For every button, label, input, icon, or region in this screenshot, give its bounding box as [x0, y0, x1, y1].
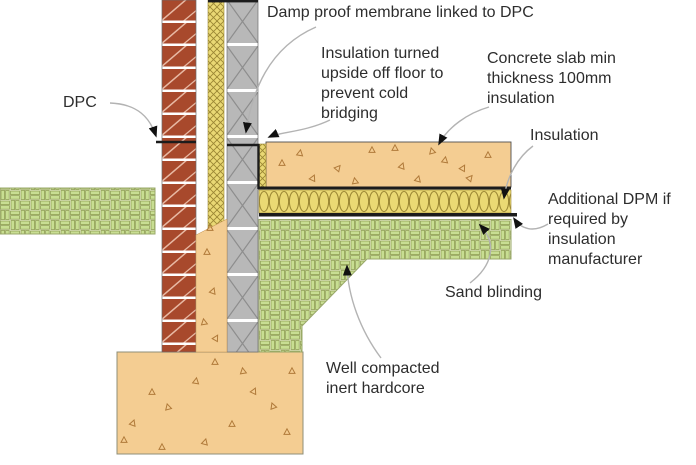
- label-additional-dpm: Additional DPM if required by insulation…: [548, 191, 671, 268]
- speckle-triangle: [148, 387, 156, 395]
- speckle-triangle: [165, 402, 173, 411]
- speckle-triangle: [333, 164, 341, 173]
- additional-dpm-line: [259, 213, 517, 217]
- speckle-triangle: [211, 334, 219, 343]
- concrete-slab: [265, 141, 512, 188]
- leader-concrete-slab: [438, 106, 490, 146]
- speckle-triangle: [249, 387, 257, 396]
- blockwork-inner-wall: [226, 0, 259, 353]
- floor-insulation-layer: [258, 189, 512, 214]
- speckle-triangle: [351, 176, 360, 185]
- cavity-insulation-board: [207, 0, 225, 229]
- foundation-footing: [116, 351, 304, 455]
- speckle-triangle: [440, 155, 449, 164]
- label-dpc: DPC: [63, 94, 97, 111]
- label-sand-blinding: Sand blinding: [445, 284, 542, 301]
- speckle-triangle: [429, 146, 437, 155]
- speckle-triangle: [200, 437, 208, 446]
- speckle-triangle: [397, 161, 405, 171]
- leader-insulation: [500, 145, 534, 200]
- speckle-triangle: [206, 223, 214, 231]
- speckle-triangle: [228, 419, 236, 427]
- brick-outer-wall: [161, 0, 197, 353]
- speckle-triangle: [368, 145, 376, 153]
- leader-hardcore: [342, 264, 382, 359]
- speckle-triangle: [413, 174, 421, 183]
- speckle-triangle: [203, 247, 211, 255]
- leader-additional-dpm: [513, 217, 549, 230]
- speckle-triangle: [308, 174, 316, 183]
- label-dpm-linked: Damp proof membrane linked to DPC: [267, 4, 534, 21]
- speckle-triangle: [295, 148, 304, 157]
- speckle-triangle: [239, 366, 248, 375]
- cavity-fill: [195, 218, 228, 353]
- speckle-triangle: [270, 401, 278, 411]
- label-insulation-turned: Insulation turned upside off floor to pr…: [321, 45, 444, 122]
- speckle-triangle: [458, 164, 466, 173]
- speckle-triangle: [208, 286, 216, 296]
- leader-sand-blinding: [469, 223, 492, 284]
- speckle-triangle: [211, 357, 219, 365]
- speckle-triangle: [158, 442, 166, 450]
- speckle-triangle: [465, 174, 473, 183]
- speckle-triangle: [278, 158, 286, 166]
- speckle-triangle: [283, 427, 291, 435]
- label-insulation: Insulation: [530, 127, 599, 144]
- label-concrete-slab: Concrete slab min thickness 100mm insula…: [487, 50, 616, 107]
- insulation-upstand: [258, 143, 267, 188]
- dpm-under-slab: [258, 186, 511, 190]
- speckle-triangle: [200, 317, 209, 326]
- leader-dpc: [109, 102, 158, 138]
- leader-dpm-linked: [242, 26, 317, 134]
- label-hardcore: Well compacted inert hardcore: [326, 360, 440, 397]
- external-ground: [0, 187, 156, 235]
- leader-insulation-turned: [267, 119, 331, 138]
- speckle-triangle: [288, 366, 296, 374]
- sand-blinding-hardcore: [258, 219, 512, 353]
- aggregate-speckles: [120, 143, 492, 450]
- speckle-triangle: [128, 418, 136, 428]
- speckle-triangle: [120, 435, 128, 443]
- speckle-triangle: [484, 150, 492, 158]
- speckle-triangle: [191, 376, 200, 385]
- speckle-triangle: [391, 143, 399, 151]
- dpm-top-edge: [208, 0, 258, 3]
